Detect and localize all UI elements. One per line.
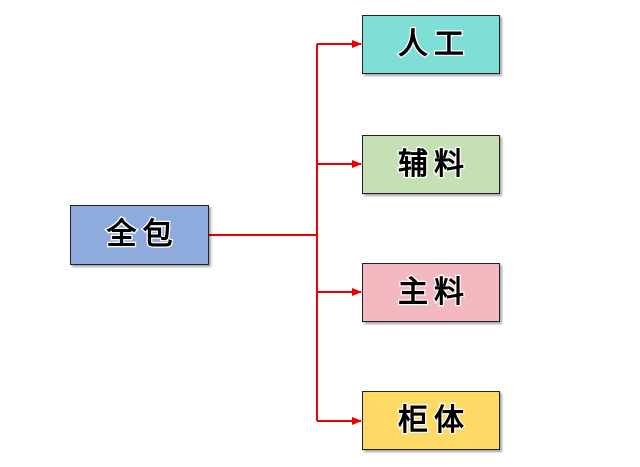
child-node-label: 辅料 [397, 146, 470, 182]
root-node-label: 全包 [105, 217, 179, 252]
child-node-box: 柜体 [362, 391, 500, 450]
child-node-box: 人工 [362, 15, 500, 74]
child-node-box: 辅料 [362, 135, 500, 194]
child-node-box: 主料 [362, 263, 500, 322]
child-node-label: 柜体 [397, 402, 470, 438]
child-node-label: 主料 [397, 274, 470, 310]
root-node-box: 全包 [70, 205, 209, 265]
child-node-label: 人工 [397, 26, 470, 62]
